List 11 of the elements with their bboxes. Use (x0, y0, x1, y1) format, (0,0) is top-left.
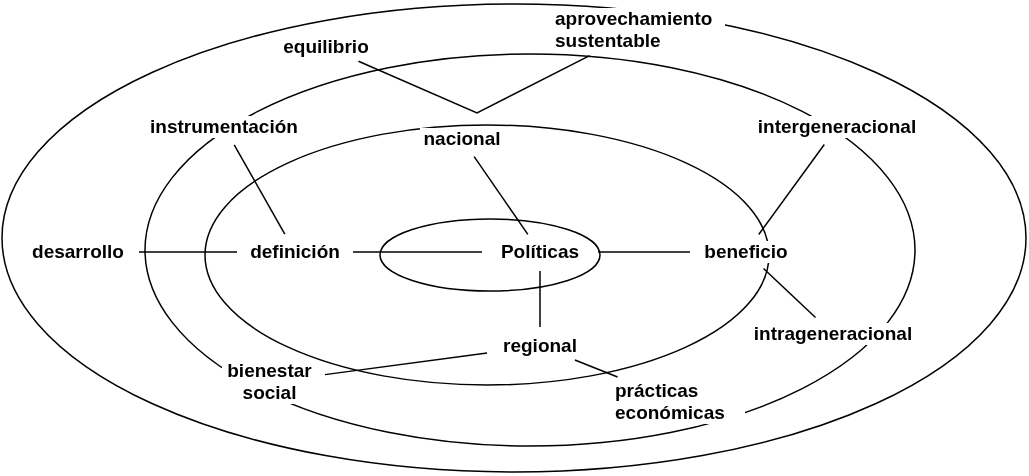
connector-line (233, 144, 286, 235)
connector-line (762, 267, 817, 319)
connector-line (757, 143, 826, 236)
connector-line (357, 54, 591, 114)
connector-line (539, 270, 541, 328)
connector-line (473, 155, 529, 236)
connector-line (574, 359, 619, 378)
connector-line (138, 251, 238, 253)
connector-line (324, 352, 488, 376)
connector-line (352, 251, 483, 253)
connector-line (597, 251, 691, 253)
